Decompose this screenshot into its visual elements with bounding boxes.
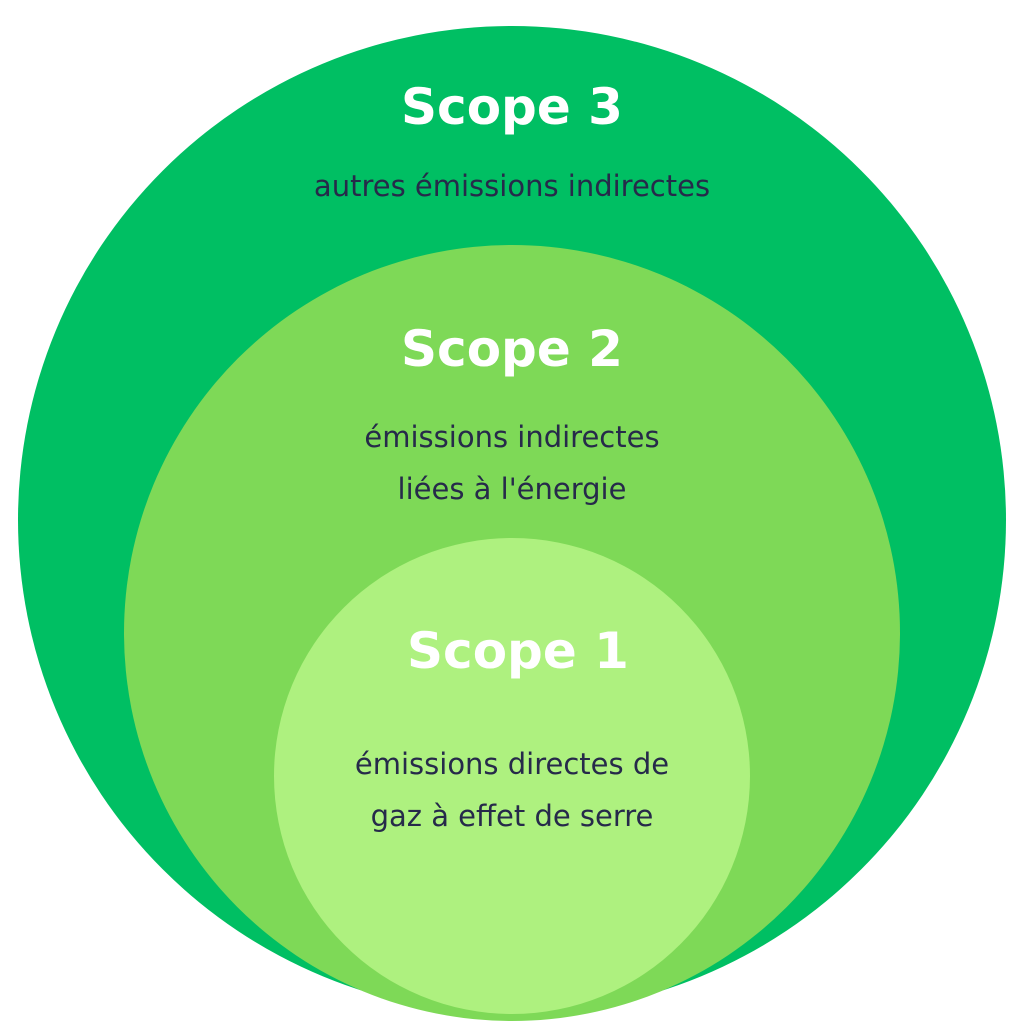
scope-1-description: émissions directes de gaz à effet de ser… [0,738,1024,842]
scope-3-description: autres émissions indirectes [0,160,1024,212]
scope-2-description: émissions indirectes liées à l'énergie [0,411,1024,515]
scope-3-line: autres émissions indirectes [313,169,711,203]
scope-2-line: émissions indirectes [364,420,660,454]
scope-1-line: émissions directes de [354,747,670,781]
scope-2-line: liées à l'énergie [397,472,627,506]
scope-2-title: Scope 2 [401,320,623,378]
scope-3-title: Scope 3 [401,78,623,136]
scope-1-line: gaz à effet de serre [370,799,654,833]
scope-1-circle [274,538,750,1014]
scope-1-title: Scope 1 [407,622,629,680]
